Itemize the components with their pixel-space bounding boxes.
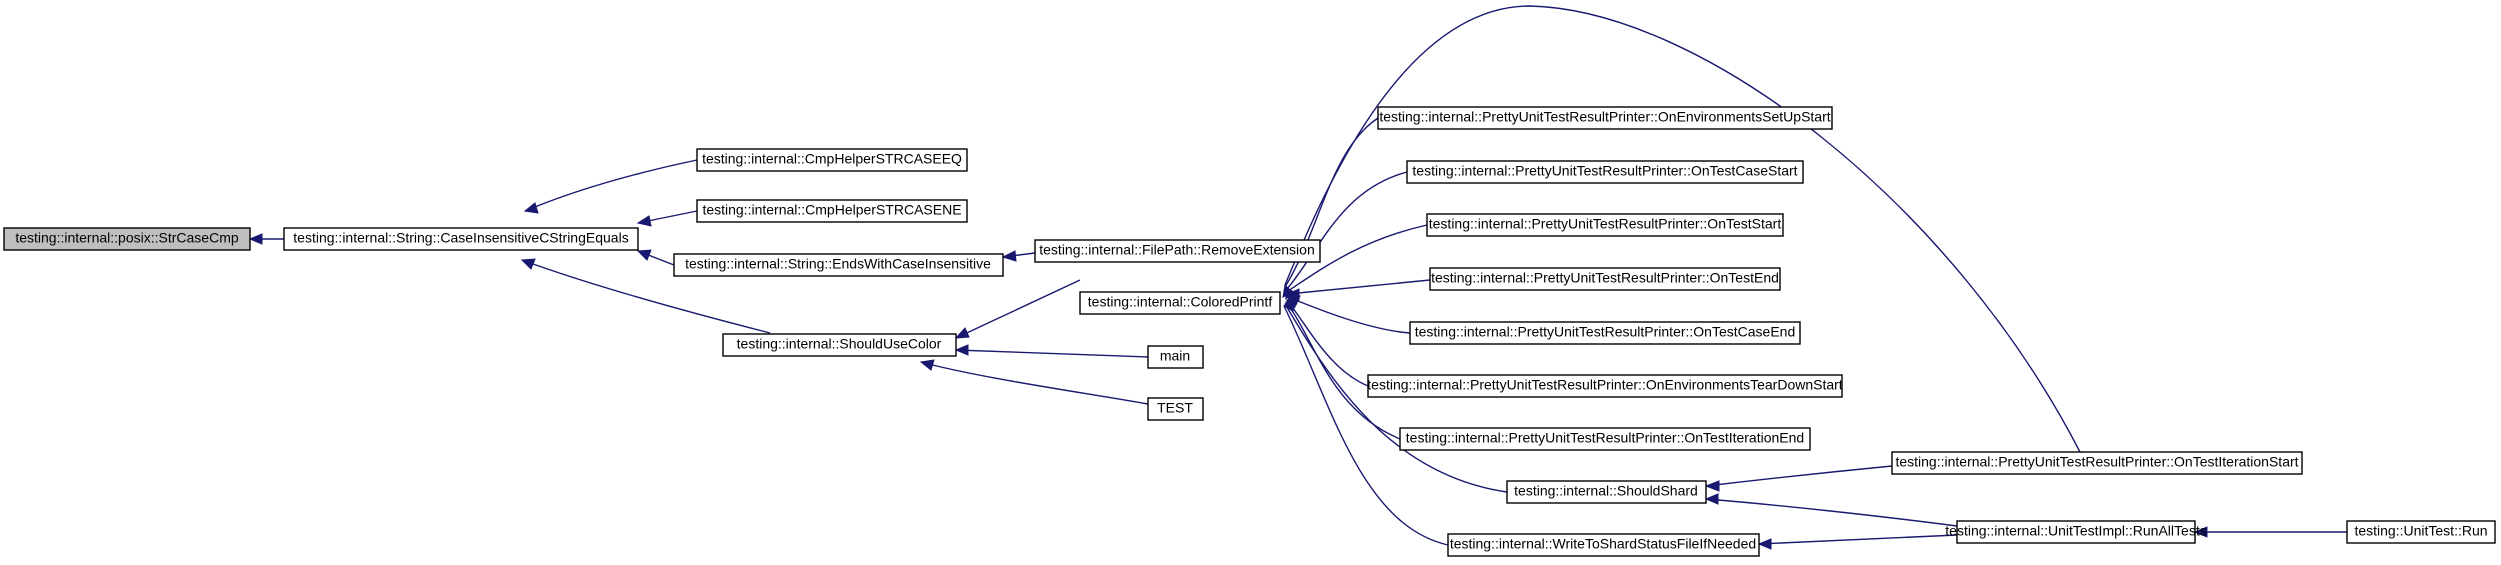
- node-label: testing::internal::PrettyUnitTestResultP…: [1429, 216, 1782, 232]
- node-removeextension[interactable]: testing::internal::FilePath::RemoveExten…: [1034, 239, 1321, 263]
- edge-ontestcasestart-to-coloredprintf: [1286, 171, 1408, 290]
- edge-runalltests-to-writetoshard: [1758, 534, 1958, 545]
- node-label: testing::internal::PrettyUnitTestResultP…: [1412, 163, 1797, 179]
- node-onenvironmentsteardownstart[interactable]: testing::internal::PrettyUnitTestResultP…: [1367, 374, 1843, 398]
- edge-coloredprintf-to-shouldusecolor: [955, 279, 1081, 339]
- edge-oniterend-to-coloredprintf: [1285, 301, 1401, 440]
- node-unittest-run[interactable]: testing::UnitTest::Run: [2346, 520, 2496, 544]
- arrowheads: [248, 202, 2208, 550]
- node-ontestcasestart[interactable]: testing::internal::PrettyUnitTestResultP…: [1406, 160, 1804, 184]
- node-ontestend[interactable]: testing::internal::PrettyUnitTestResultP…: [1429, 267, 1781, 291]
- edge-onteststart-to-coloredprintf: [1287, 224, 1428, 292]
- edge-main-to-shouldusecolor: [955, 349, 1149, 358]
- node-label: testing::internal::String::CaseInsensiti…: [293, 230, 628, 246]
- node-label: testing::internal::ShouldUseColor: [737, 336, 942, 352]
- edge-shouldusecolor-to-caseinsensitive: [521, 259, 771, 334]
- node-writetoshardstatusfileifneeded[interactable]: testing::internal::WriteToShardStatusFil…: [1447, 533, 1760, 557]
- edge-ontestend-to-coloredprintf: [1287, 279, 1431, 295]
- node-cmphelper-strcasene[interactable]: testing::internal::CmpHelperSTRCASENE: [696, 199, 968, 223]
- node-shouldusecolor[interactable]: testing::internal::ShouldUseColor: [722, 333, 957, 357]
- node-label: testing::internal::PrettyUnitTestResultP…: [1406, 430, 1804, 446]
- node-shouldshard[interactable]: testing::internal::ShouldShard: [1506, 480, 1707, 504]
- node-caseinsensitive[interactable]: testing::internal::String::CaseInsensiti…: [283, 227, 639, 251]
- nodes-layer: testing::internal::posix::StrCaseCmp tes…: [3, 106, 2496, 557]
- edge-onenvteardown-to-coloredprintf: [1286, 299, 1369, 387]
- node-label: testing::internal::PrettyUnitTestResultP…: [1379, 109, 1830, 125]
- node-coloredprintf[interactable]: testing::internal::ColoredPrintf: [1079, 291, 1281, 315]
- node-strcasecmp[interactable]: testing::internal::posix::StrCaseCmp: [3, 227, 251, 251]
- edge-onenvsetup-to-coloredprintf: [1284, 117, 1379, 288]
- node-label: testing::internal::ColoredPrintf: [1088, 294, 1273, 310]
- edge-runalltests-to-shouldshard: [1705, 498, 1958, 527]
- node-label: testing::internal::PrettyUnitTestResultP…: [1415, 324, 1796, 340]
- node-label: testing::internal::CmpHelperSTRCASENE: [702, 202, 961, 218]
- node-cmphelper-strcaseeq[interactable]: testing::internal::CmpHelperSTRCASEEQ: [696, 148, 968, 172]
- edges-layer: [248, 5, 2347, 550]
- node-ontestiterationstart[interactable]: testing::internal::PrettyUnitTestResultP…: [1891, 451, 2303, 475]
- node-endswith-caseinsensitive[interactable]: testing::internal::String::EndsWithCaseI…: [673, 253, 1004, 277]
- edge-cmphelper-eq-to-caseinsensitive: [524, 159, 698, 212]
- node-onteststart[interactable]: testing::internal::PrettyUnitTestResultP…: [1426, 213, 1784, 237]
- node-label: main: [1160, 348, 1190, 364]
- node-label: testing::internal::WriteToShardStatusFil…: [1450, 536, 1756, 552]
- node-label: testing::internal::PrettyUnitTestResultP…: [1895, 454, 2298, 470]
- node-runalltests[interactable]: testing::internal::UnitTestImpl::RunAllT…: [1945, 520, 2207, 544]
- edge-shouldshard-to-coloredprintf: [1284, 303, 1508, 493]
- node-label: testing::internal::UnitTestImpl::RunAllT…: [1945, 523, 2206, 539]
- edge-test-to-shouldusecolor: [920, 361, 1149, 405]
- node-label: testing::UnitTest::Run: [2354, 523, 2487, 539]
- edge-ontestcaseend-to-coloredprintf: [1287, 296, 1411, 334]
- node-label: testing::internal::String::EndsWithCaseI…: [685, 256, 991, 272]
- node-label: testing::internal::PrettyUnitTestResultP…: [1367, 377, 1843, 393]
- node-label: testing::internal::CmpHelperSTRCASEEQ: [702, 151, 962, 167]
- node-label: TEST: [1157, 400, 1193, 416]
- edge-writetoshard-to-coloredprintf: [1283, 305, 1449, 546]
- node-label: testing::internal::PrettyUnitTestResultP…: [1431, 270, 1779, 286]
- node-label: testing::internal::FilePath::RemoveExten…: [1039, 242, 1314, 258]
- node-onenvironmentssetupstart[interactable]: testing::internal::PrettyUnitTestResultP…: [1377, 106, 1833, 130]
- edge-oniterstart-to-coloredprintf: [1284, 5, 2081, 453]
- node-ontestiterationend[interactable]: testing::internal::PrettyUnitTestResultP…: [1399, 427, 1811, 451]
- edge-oniterstart-to-shouldshard: [1705, 465, 1893, 487]
- node-test[interactable]: TEST: [1147, 397, 1204, 421]
- node-ontestcaseend[interactable]: testing::internal::PrettyUnitTestResultP…: [1409, 321, 1801, 345]
- node-main[interactable]: main: [1147, 345, 1204, 369]
- node-label: testing::internal::ShouldShard: [1514, 483, 1698, 499]
- node-label: testing::internal::posix::StrCaseCmp: [15, 230, 239, 246]
